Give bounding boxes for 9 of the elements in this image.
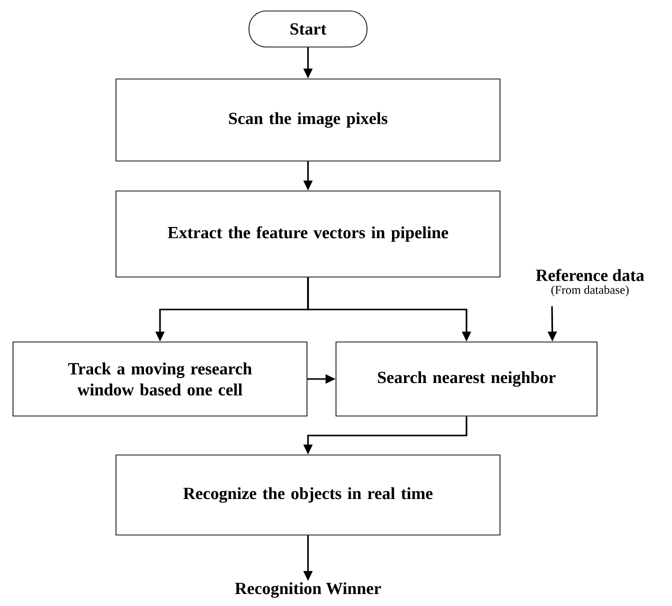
label-text: Reference data [536,268,644,282]
caption-text: (From database) [551,285,629,296]
process-box: Search nearest neighbor [336,342,598,416]
process-box: Extract the feature vectors in pipeline [116,190,500,278]
process-box: Track a moving research window based one cell [12,342,308,416]
process-box: Recognize the objects in real time [116,454,500,536]
label-text: Recognition Winner [235,582,381,598]
process-box: Scan the image pixels [116,78,500,162]
start-terminal: Start [248,10,368,48]
